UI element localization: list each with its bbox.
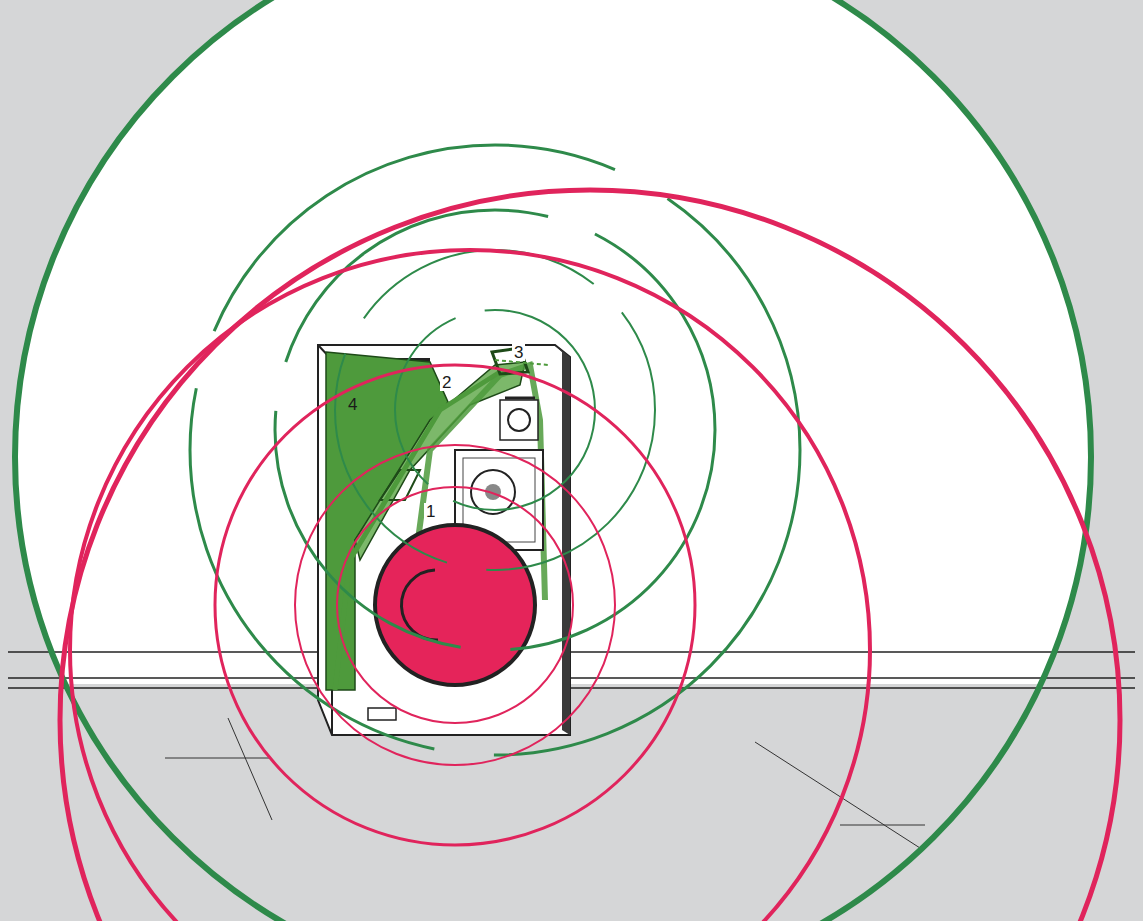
callout-number: 3 <box>512 344 525 361</box>
callout-number: 4 <box>346 396 359 413</box>
red-waves <box>60 190 1120 921</box>
green-waves <box>15 0 1091 921</box>
callout-number: 2 <box>440 374 453 391</box>
floor-lines <box>8 652 1135 688</box>
callout-number: 1 <box>424 503 437 520</box>
floor <box>0 684 1143 921</box>
